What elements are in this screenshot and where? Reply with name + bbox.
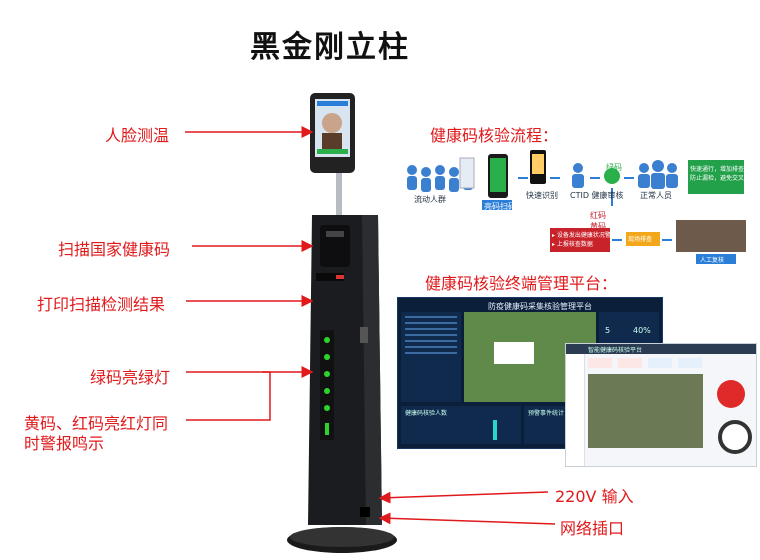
label-face-temp: 人脸测温	[105, 126, 170, 145]
bracket-red	[186, 371, 271, 421]
flow-handle: 现场排查	[628, 236, 653, 243]
kiosk-led-strip	[320, 330, 334, 440]
flow-red-yellow: 红码 黄码	[590, 211, 606, 231]
stat-0: 5	[605, 326, 611, 335]
flow-normal: 正常人员	[640, 191, 672, 200]
label-power-input: 220V 输入	[555, 487, 634, 506]
stat-1: 40%	[633, 326, 651, 335]
flow-scan: 亮码扫码	[484, 202, 516, 211]
dashboard-secondary: 智能健康码核验平台	[565, 343, 757, 467]
kiosk-printer-slot	[316, 273, 344, 281]
dashboard2-title: 智能健康码核验平台	[588, 347, 643, 354]
arrow-power	[378, 491, 549, 504]
arrow-network	[378, 512, 556, 525]
platform-section-title: 健康码核验终端管理平台：	[425, 274, 618, 293]
flow-section-title: 健康码核验流程：	[430, 126, 559, 145]
flow-manual: 人工复核	[700, 257, 725, 264]
label-scan-code: 扫描国家健康码	[58, 240, 171, 259]
flow-verify: 快速识别	[526, 191, 558, 200]
dashboard-chart-panel: 健康码核验人数	[401, 406, 521, 444]
subpanel-title: 健康码核验人数	[405, 410, 448, 417]
label-green-light: 绿码亮绿灯	[90, 368, 171, 387]
label-yellow-red-1: 黄码、红码亮红灯同	[24, 414, 169, 433]
page-title: 黑金刚立柱	[250, 30, 410, 65]
dashboard-title: 防疫健康码采集核验管理平台	[488, 302, 592, 311]
label-yellow-red-2: 时警报鸣示	[24, 434, 105, 453]
flow-crowd: 流动人群	[414, 195, 446, 204]
flow-pass-text: 快速通行，增加排查 防止漏检，避免交叉感染	[690, 166, 757, 182]
flow-green: 绿码	[606, 163, 622, 172]
dashboard-list	[401, 312, 461, 402]
flow-alert: ▸ 设备发出健康状况警报 ▸ 上报核查数据	[552, 232, 617, 248]
flow-diagram: 流动人群 亮码扫码 快速识别 CTID 健康审核 绿码 正常人员 快速通行，增加…	[400, 150, 756, 270]
kiosk-illustration	[287, 93, 397, 553]
flow-ctid: CTID 健康审核	[570, 191, 624, 200]
subpanel2-title: 预警事件统计	[528, 410, 565, 417]
label-print-result: 打印扫描检测结果	[37, 295, 166, 314]
kiosk-pole	[336, 160, 342, 215]
label-network-port: 网络插口	[560, 519, 625, 538]
